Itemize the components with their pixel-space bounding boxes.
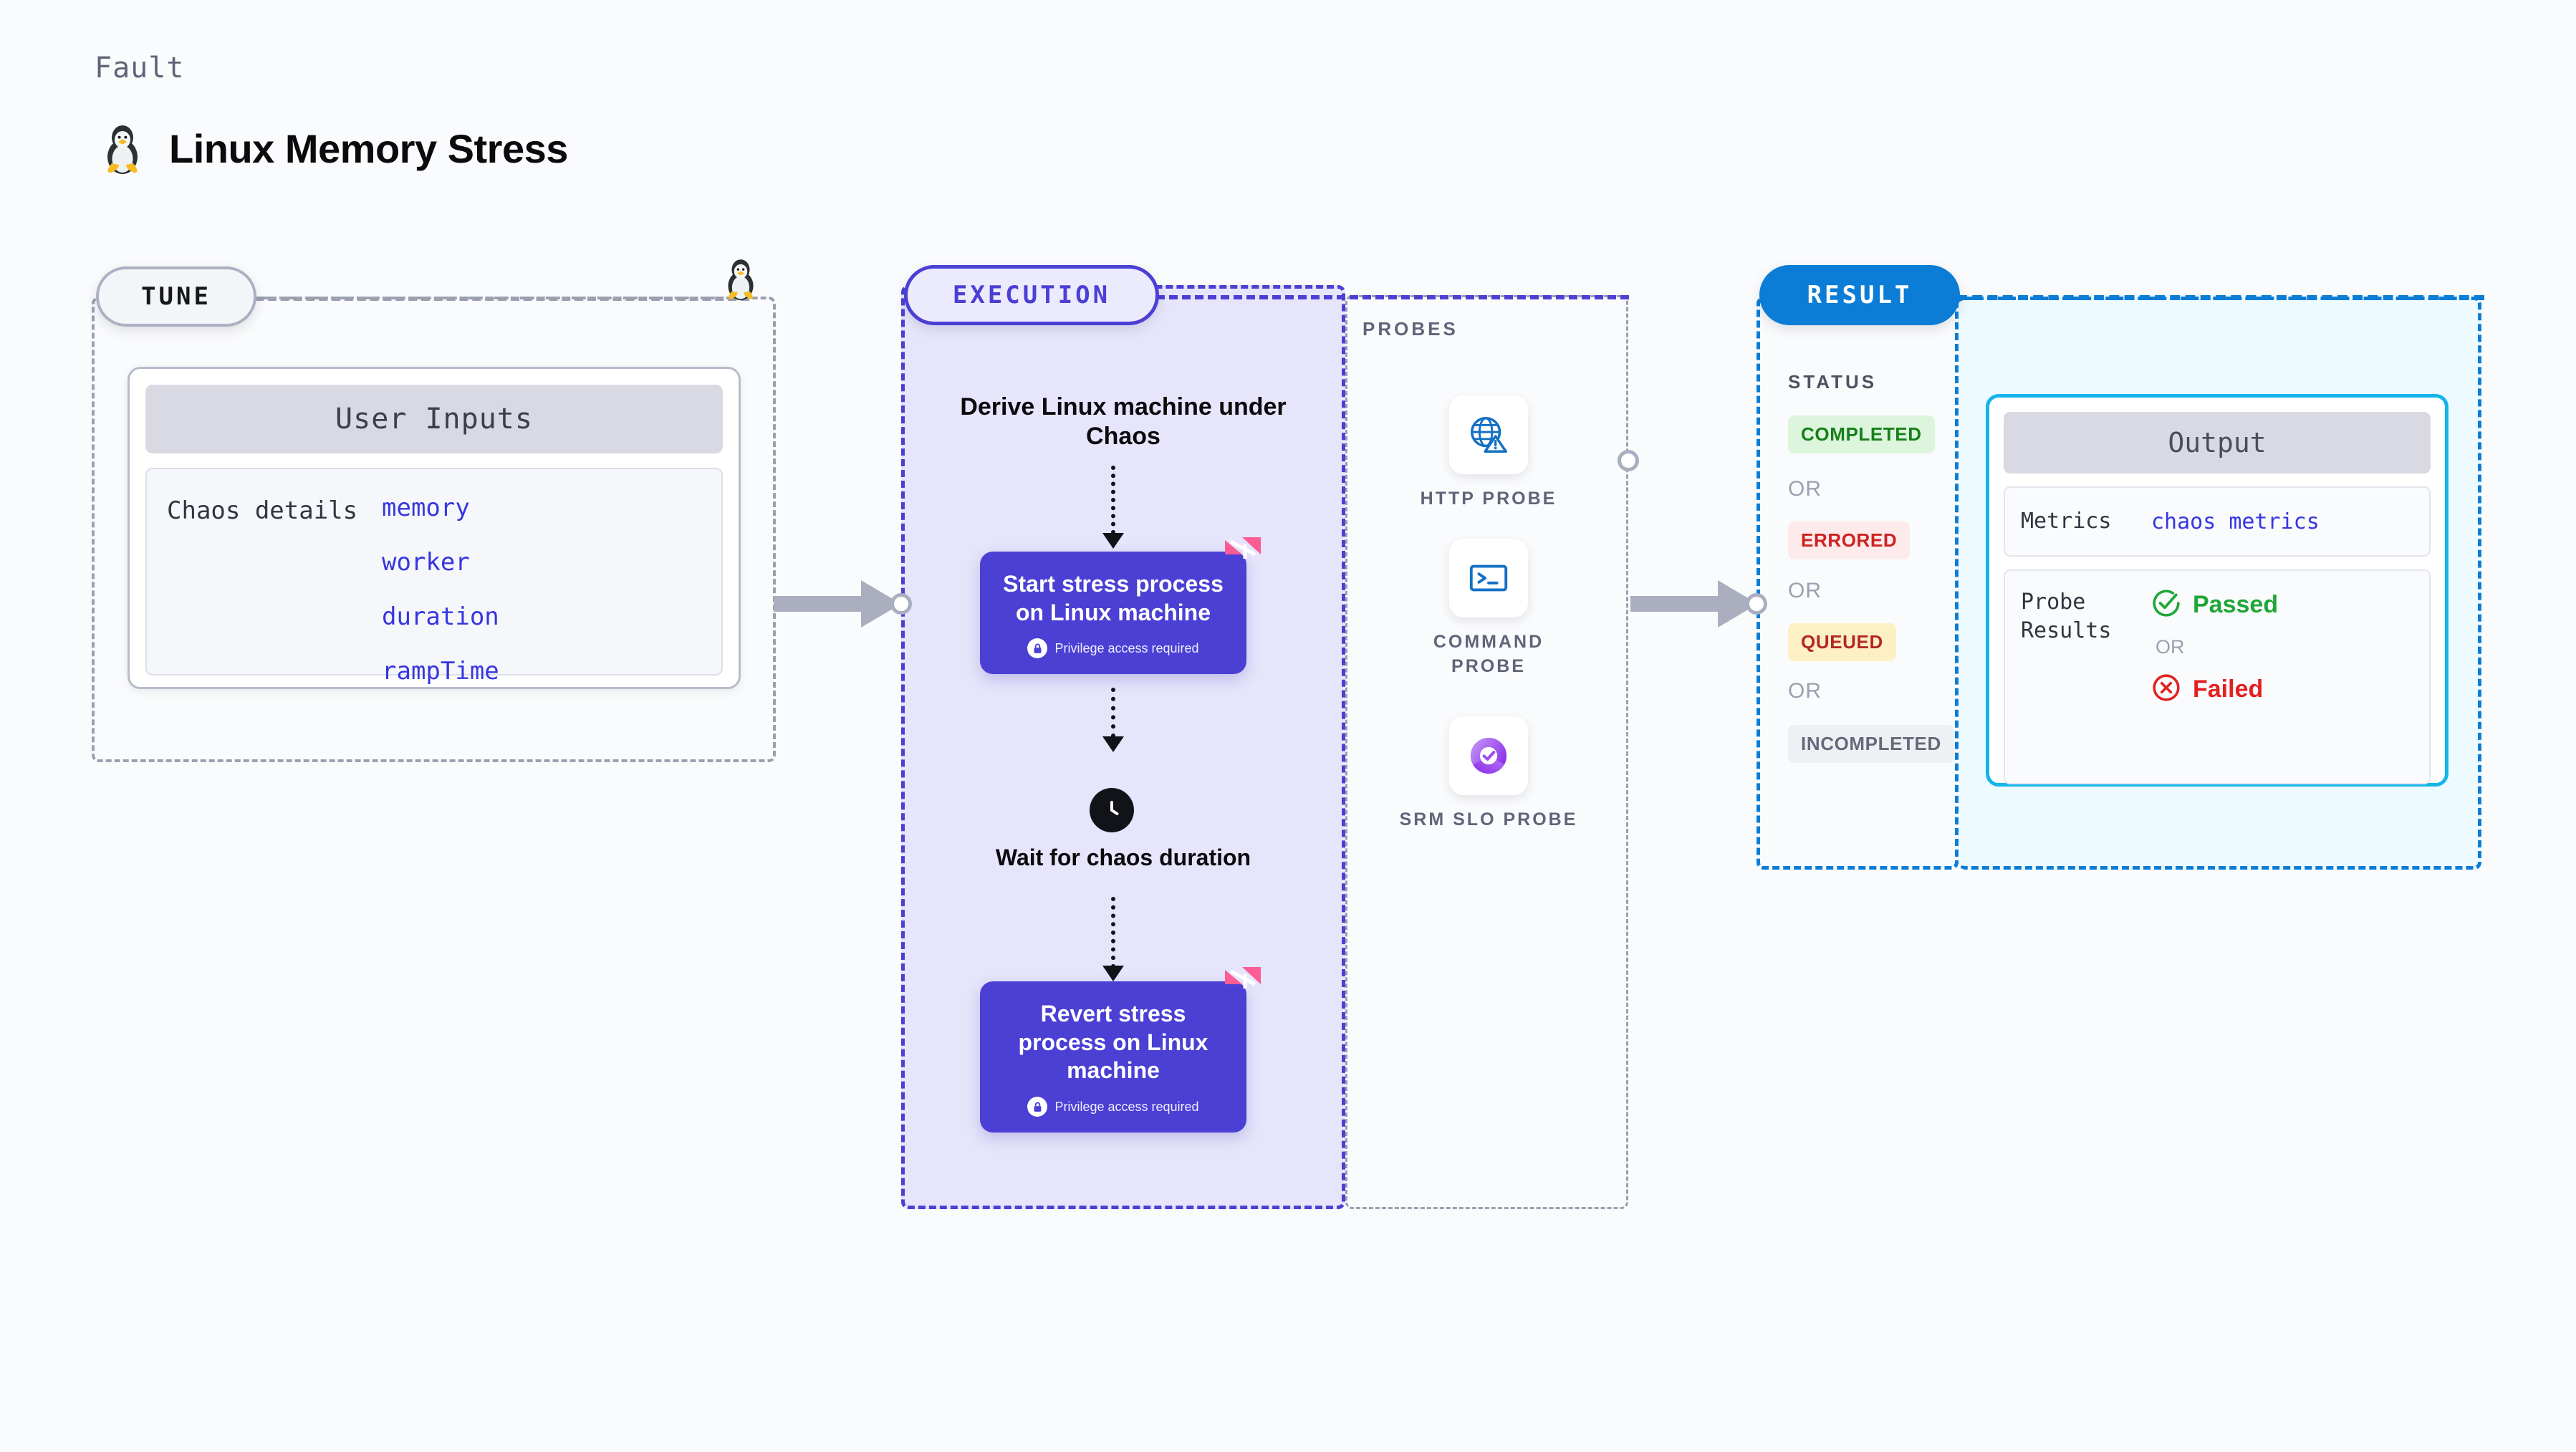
- probe-label-http: HTTP PROBE: [1420, 489, 1557, 509]
- flow-arrowhead-2: [1102, 736, 1124, 752]
- param-ramptime[interactable]: rampTime: [382, 657, 499, 686]
- probes-title: PROBES: [1363, 318, 1458, 340]
- page-title: Linux Memory Stress: [169, 125, 568, 171]
- flow-connector-2: [1111, 688, 1115, 738]
- revert-stress-sub-text: Privilege access required: [1054, 1099, 1199, 1114]
- chaos-details-label: Chaos details: [167, 496, 358, 525]
- result-stage-pill[interactable]: RESULT: [1759, 265, 1960, 325]
- tune-to-execution-arrow: [774, 580, 901, 628]
- x-circle-icon: [2151, 673, 2181, 706]
- param-memory[interactable]: memory: [382, 494, 470, 522]
- start-stress-node[interactable]: Start stress process on Linux machine Pr…: [980, 537, 1261, 675]
- metrics-row: Metrics chaos metrics: [2004, 486, 2431, 557]
- probe-result-passed: Passed: [2151, 588, 2278, 622]
- derive-machine-step: Derive Linux machine under Chaos: [960, 393, 1287, 451]
- probe-passed-label: Passed: [2193, 591, 2279, 618]
- probes-output-connector: [1618, 450, 1639, 471]
- param-worker[interactable]: worker: [382, 548, 470, 577]
- slo-donut-check-icon: [1449, 716, 1528, 795]
- wait-for-chaos-label: Wait for chaos duration: [995, 845, 1251, 870]
- user-inputs-header: User Inputs: [145, 385, 723, 453]
- status-or-1: OR: [1788, 477, 1822, 501]
- result-leader-line: [1957, 295, 2484, 300]
- harness-logo-icon: [1221, 963, 1265, 1007]
- result-input-connector: [1746, 593, 1767, 615]
- probe-results-row: Probe Results Passed OR: [2004, 569, 2431, 784]
- status-badge-incompleted: INCOMPLETED: [1788, 725, 1954, 763]
- status-title: STATUS: [1788, 371, 1878, 393]
- tune-stage-pill[interactable]: TUNE: [96, 266, 256, 327]
- probe-results-key: Probe Results: [2021, 590, 2112, 644]
- flow-arrowhead-3: [1102, 966, 1124, 981]
- revert-stress-node[interactable]: Revert stress process on Linux machine P…: [980, 967, 1261, 1133]
- harness-logo-icon: [1221, 533, 1265, 577]
- probe-result-failed: Failed: [2151, 673, 2278, 706]
- probe-failed-label: Failed: [2193, 675, 2264, 703]
- execution-stage-pill[interactable]: EXECUTION: [904, 265, 1159, 325]
- status-badge-errored: ERRORED: [1788, 521, 1911, 559]
- metrics-value[interactable]: chaos metrics: [2151, 509, 2320, 534]
- start-stress-sub-text: Privilege access required: [1054, 640, 1199, 655]
- flow-connector-1: [1111, 466, 1115, 534]
- probe-item-http[interactable]: HTTP PROBE: [1395, 395, 1582, 511]
- output-card-header: Output: [2004, 412, 2431, 473]
- output-card: Output Metrics chaos metrics Probe Resul…: [1986, 394, 2448, 787]
- probe-label-command: COMMAND PROBE: [1433, 632, 1544, 676]
- chaos-details-row: Chaos details memory worker duration ram…: [145, 468, 723, 686]
- probe-item-srm-slo[interactable]: SRM SLO PROBE: [1395, 716, 1582, 832]
- param-duration[interactable]: duration: [382, 602, 499, 631]
- start-stress-subtitle: Privilege access required: [994, 638, 1232, 659]
- page-title-row: Linux Memory Stress: [100, 122, 568, 175]
- probe-result-or: OR: [2156, 636, 2185, 658]
- probe-item-command[interactable]: COMMAND PROBE: [1395, 539, 1582, 678]
- status-or-3: OR: [1788, 679, 1822, 703]
- clock-icon: [1090, 788, 1134, 832]
- lock-icon: [1027, 638, 1048, 659]
- lock-icon: [1027, 1097, 1048, 1117]
- chaos-params-list: memory worker duration rampTime: [382, 494, 499, 686]
- flow-connector-3: [1111, 897, 1115, 968]
- metrics-key: Metrics: [2021, 508, 2112, 534]
- flow-arrowhead-1: [1102, 533, 1124, 549]
- execution-leader-line: [1156, 295, 1629, 299]
- check-circle-icon: [2151, 588, 2181, 622]
- execution-to-result-arrow: [1630, 580, 1758, 628]
- probe-label-srm-slo: SRM SLO PROBE: [1399, 809, 1578, 830]
- status-or-2: OR: [1788, 579, 1822, 602]
- start-stress-title: Start stress process on Linux machine: [1003, 571, 1224, 625]
- probe-results-values: Passed OR Failed: [2151, 588, 2278, 766]
- status-panel: [1756, 297, 1959, 870]
- revert-stress-title: Revert stress process on Linux machine: [1018, 1001, 1208, 1084]
- tux-penguin-icon: [100, 122, 145, 175]
- execution-input-connector: [890, 593, 912, 615]
- terminal-icon: [1449, 539, 1528, 617]
- status-badge-queued: QUEUED: [1788, 623, 1896, 661]
- user-inputs-card: User Inputs Chaos details memory worker …: [128, 367, 741, 689]
- tux-penguin-corner-icon: [722, 256, 759, 304]
- status-badge-completed: COMPLETED: [1788, 415, 1935, 453]
- page-kicker: Fault: [95, 52, 185, 85]
- revert-stress-subtitle: Privilege access required: [994, 1097, 1232, 1117]
- globe-warning-icon: [1449, 395, 1528, 474]
- tune-leader-line: [255, 297, 749, 301]
